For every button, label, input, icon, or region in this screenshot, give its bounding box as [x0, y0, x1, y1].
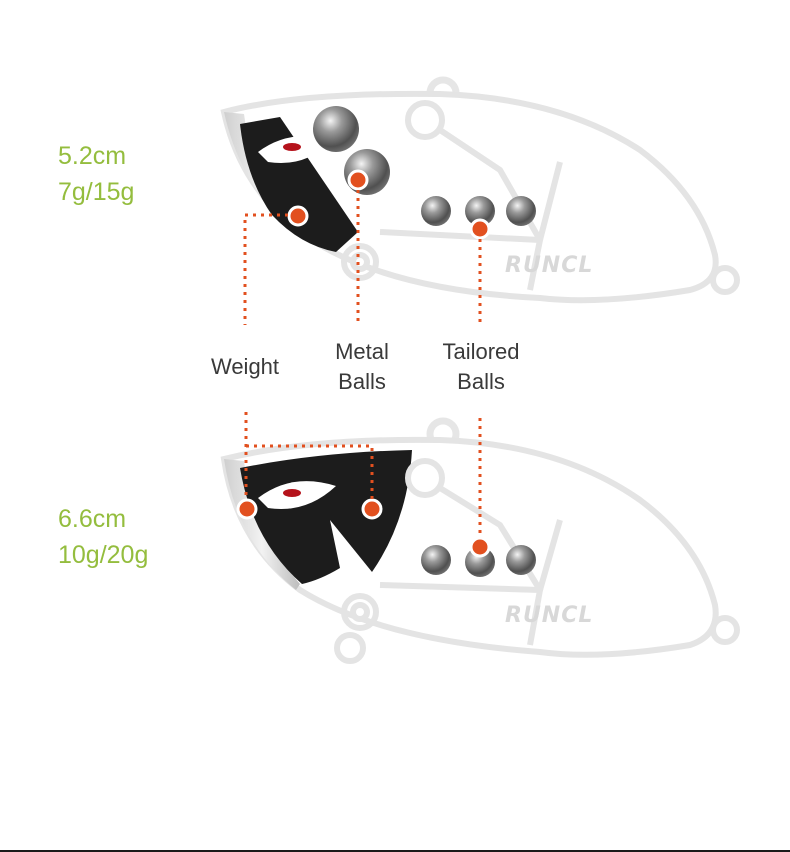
- label-metal-balls: Metal Balls: [316, 337, 408, 397]
- marker-tailored-balls: [471, 538, 489, 556]
- tailored-ball: [506, 545, 536, 575]
- lure-small: RUNCL: [224, 80, 737, 325]
- tailored-ball: [506, 196, 536, 226]
- marker-metal-balls: [349, 171, 367, 189]
- label-weight-text: Weight: [196, 352, 294, 382]
- label-tailored-line1: Tailored: [425, 337, 537, 367]
- tailored-ball: [421, 196, 451, 226]
- marker-tailored-balls: [471, 220, 489, 238]
- marker-weight: [289, 207, 307, 225]
- spec-length: 6.6cm: [58, 501, 148, 537]
- metal-ball: [344, 149, 390, 195]
- tailored-ball: [421, 545, 451, 575]
- brand-logo: RUNCL: [505, 603, 593, 628]
- lure-eye-pupil: [283, 143, 301, 151]
- marker-weight-2: [363, 500, 381, 518]
- spec-weight: 7g/15g: [58, 174, 134, 210]
- spec-small: 5.2cm 7g/15g: [58, 138, 134, 210]
- lure-eye-pupil: [283, 489, 301, 497]
- marker-weight: [238, 500, 256, 518]
- lure-large: RUNCL: [224, 412, 737, 661]
- spec-weight: 10g/20g: [58, 537, 148, 573]
- metal-ball: [313, 106, 359, 152]
- label-tailored-line2: Balls: [425, 367, 537, 397]
- label-metal-line1: Metal: [316, 337, 408, 367]
- label-metal-line2: Balls: [316, 367, 408, 397]
- brand-logo: RUNCL: [505, 253, 593, 278]
- label-tailored-balls: Tailored Balls: [425, 337, 537, 397]
- label-weight: Weight: [196, 352, 294, 382]
- spec-length: 5.2cm: [58, 138, 134, 174]
- spec-large: 6.6cm 10g/20g: [58, 501, 148, 573]
